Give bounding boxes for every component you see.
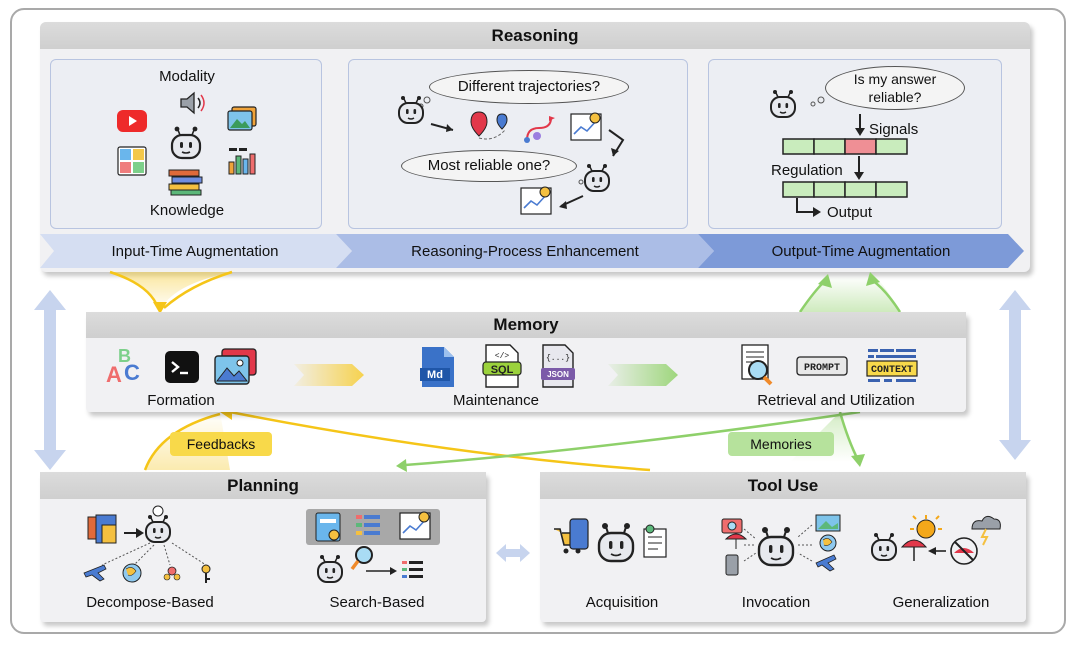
robot-icon (170, 126, 202, 160)
search-label: Search-Based (329, 594, 425, 611)
reliable-thought: Most reliable one? (401, 150, 577, 182)
bar-chart-icon (228, 148, 256, 175)
tool-use-title: Tool Use (540, 472, 1026, 499)
feedbacks-tag: Feedbacks (170, 432, 272, 456)
globe-small-icon (819, 534, 837, 552)
stage-input-time: Input-Time Augmentation (111, 243, 279, 260)
process-flow-graphic (398, 96, 625, 215)
svg-text:A: A (106, 362, 122, 387)
prompt-tag-icon: PROMPT (796, 356, 848, 376)
planning-title: Planning (40, 472, 486, 499)
memory-panel: Memory B A C Formation Md </> SQL {...} … (86, 312, 966, 412)
output-time-box: Is my answer reliable? Signals Regulatio… (708, 59, 1002, 229)
context-text: CONTEXT (871, 365, 913, 376)
right-double-arrow (999, 290, 1031, 460)
youtube-icon (117, 110, 147, 132)
prompt-text: PROMPT (804, 363, 840, 374)
sql-text: SQL (491, 364, 514, 376)
context-tag-icon: CONTEXT (866, 349, 918, 382)
output-label: Output (827, 204, 873, 221)
memory-title: Memory (86, 312, 966, 338)
outer-frame (10, 8, 1066, 634)
json-file-icon: {...} JSON (541, 344, 575, 388)
sql-file-icon: </> SQL (482, 344, 522, 388)
document-search-icon (741, 344, 773, 386)
md-text: Md (427, 369, 443, 381)
left-double-arrow (34, 290, 66, 470)
signals-label: Signals (869, 121, 919, 138)
speaker-icon (180, 91, 205, 115)
alphabet-icon: B A C (106, 346, 140, 387)
knowledge-label: Knowledge (149, 202, 225, 219)
signal-regulation-graphic (770, 90, 908, 217)
svg-text:</>: </> (495, 352, 510, 361)
receipt-icon (643, 524, 667, 558)
formation-label: Formation (147, 392, 215, 409)
reasoning-panel: Reasoning Modality Knowledge (40, 22, 1030, 272)
no-umbrella-icon (950, 537, 978, 565)
decompose-label: Decompose-Based (86, 594, 214, 611)
stage-output-time: Output-Time Augmentation (771, 243, 951, 260)
phone-icon (725, 554, 739, 576)
planning-tool-arrow (496, 544, 530, 562)
magnifier-icon (350, 546, 373, 571)
planning-graphic (83, 505, 440, 583)
input-time-box: Modality Knowledge (50, 59, 322, 229)
stage-chevrons (40, 234, 1024, 268)
flower-icon (163, 566, 181, 581)
trajectories-thought: Different trajectories? (429, 70, 629, 104)
image-icon (227, 106, 257, 131)
camera-icon (721, 518, 743, 534)
generalization-label: Generalization (892, 594, 990, 611)
markdown-file-icon: Md (420, 347, 454, 387)
grid-document-icon (117, 146, 147, 176)
planning-panel: Planning Decompose-Based Search-Based (40, 472, 486, 622)
terminal-icon (165, 351, 199, 383)
airplane-small-icon (815, 554, 837, 572)
svg-text:{...}: {...} (546, 354, 570, 363)
tool-use-graphic (554, 514, 1001, 576)
formation-to-maintenance-chevron (294, 364, 364, 386)
reasoning-process-box: Different trajectories? Most reliable on… (348, 59, 688, 229)
thought-line-2: reliable? (868, 89, 922, 105)
memories-tag: Memories (728, 432, 834, 456)
storm-cloud-icon (971, 515, 1001, 546)
maintenance-to-retrieval-chevron (608, 364, 678, 386)
svg-text:B: B (118, 346, 131, 366)
reliable-answer-thought: Is my answer reliable? (825, 66, 965, 110)
umbrella-icon (900, 539, 928, 561)
maintenance-label: Maintenance (453, 392, 539, 409)
tool-use-panel: Tool Use Acquisition Invocation Generali… (540, 472, 1026, 622)
retrieval-label: Retrieval and Utilization (757, 392, 915, 409)
acquisition-label: Acquisition (585, 594, 659, 611)
reasoning-title: Reasoning (40, 22, 1030, 49)
image-stack-icon (214, 348, 257, 385)
sun-icon (910, 515, 942, 539)
thought-line-1: Is my answer (853, 71, 937, 87)
airplane-icon (83, 564, 107, 582)
json-text: JSON (547, 370, 569, 379)
key-icon (201, 564, 211, 583)
regulation-label: Regulation (771, 162, 843, 179)
landscape-icon (815, 514, 841, 532)
umbrella-small-icon (724, 533, 748, 549)
svg-text:C: C (124, 360, 140, 385)
books-icon (168, 169, 203, 196)
globe-icon (122, 563, 142, 583)
invocation-label: Invocation (741, 594, 811, 611)
modality-label: Modality (159, 68, 215, 85)
stage-reasoning-process: Reasoning-Process Enhancement (411, 243, 639, 260)
